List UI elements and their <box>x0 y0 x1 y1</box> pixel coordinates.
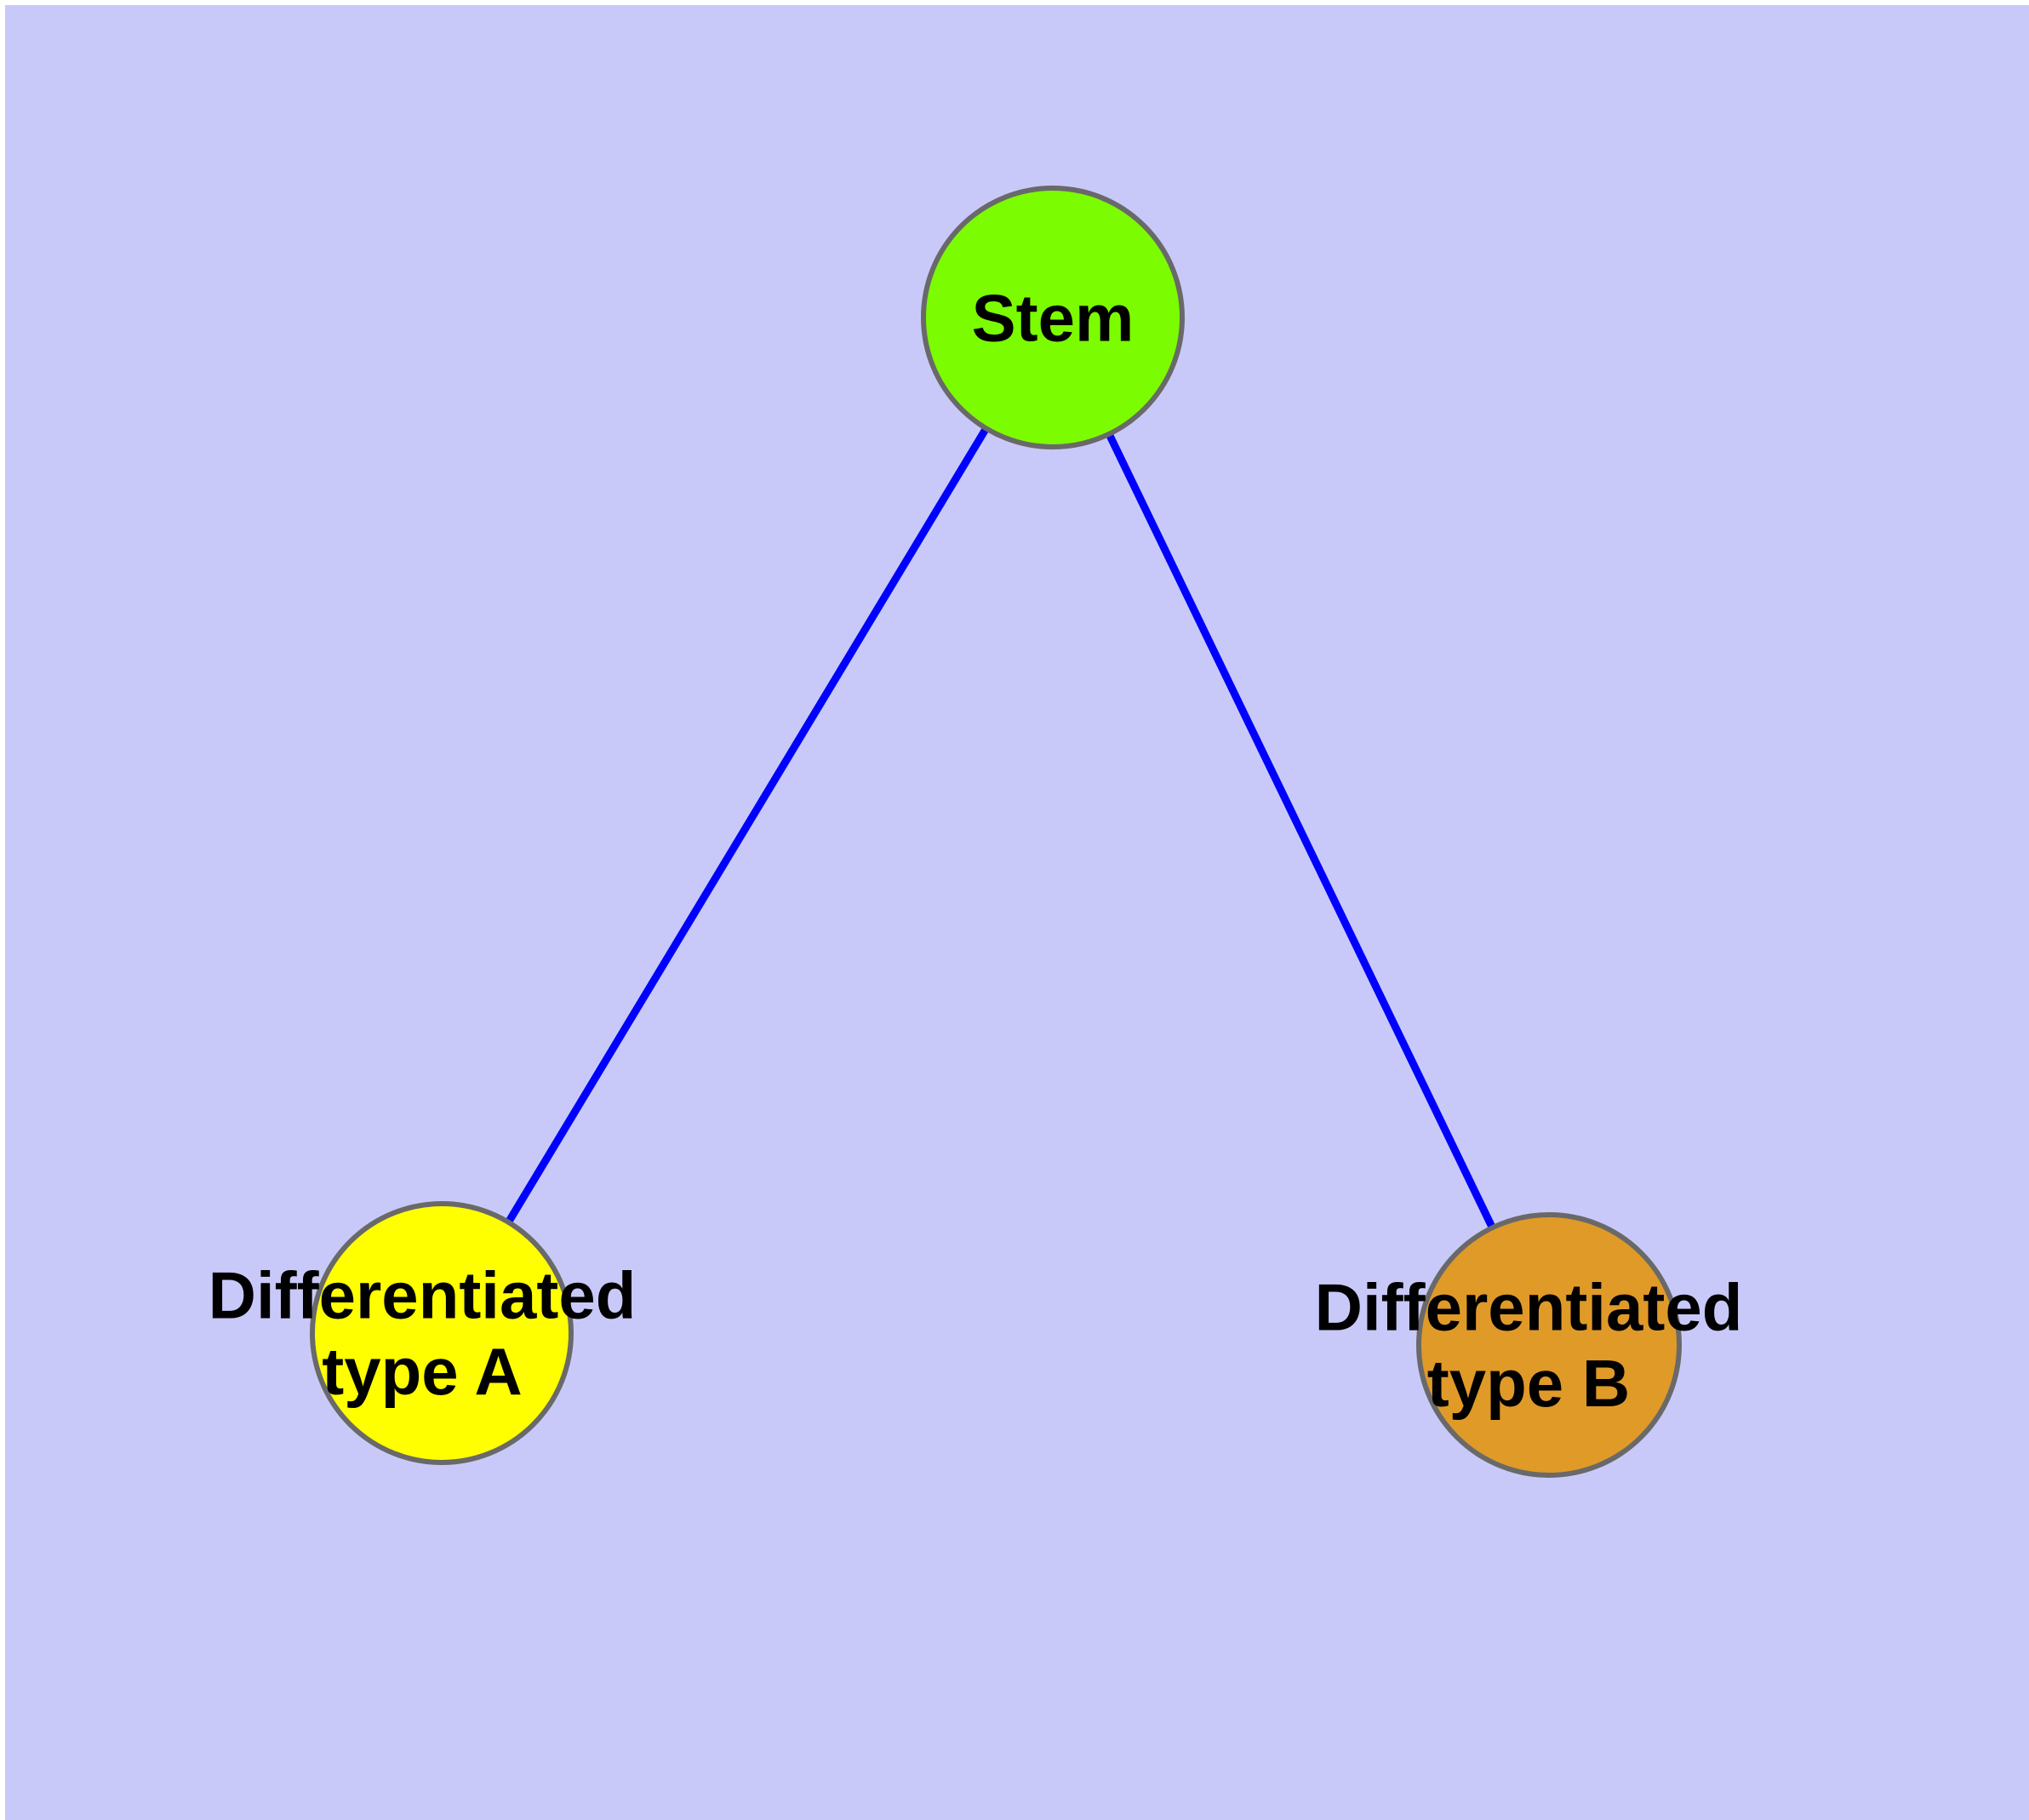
node-label-line: Differentiated <box>209 1257 637 1332</box>
node-label-line: type A <box>322 1334 523 1409</box>
node-label-line: Differentiated <box>1315 1269 1743 1344</box>
node-stem[interactable] <box>921 186 1185 449</box>
node-label-stem: Stem <box>972 280 1135 355</box>
edge-stem-diff_b[interactable] <box>1049 316 1553 1347</box>
node-diff_a[interactable] <box>310 1201 574 1465</box>
nodes-layer <box>310 186 1682 1478</box>
node-diff_b[interactable] <box>1416 1212 1682 1478</box>
node-label-line: type B <box>1427 1346 1630 1421</box>
edge-stem-diff_a[interactable] <box>438 315 1056 1336</box>
edges-layer <box>438 315 1553 1347</box>
node-label-line: Stem <box>972 280 1135 355</box>
